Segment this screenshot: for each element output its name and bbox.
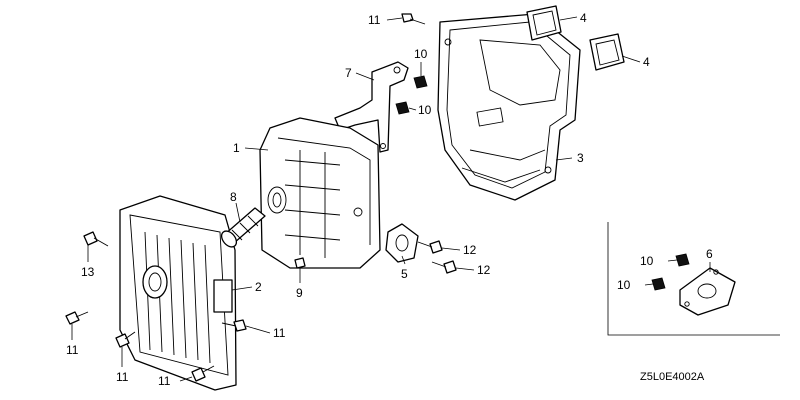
bolt-13 [83, 231, 109, 247]
callout-5: 5 [401, 267, 408, 281]
callout-4-lower: 4 [643, 55, 650, 69]
callout-11-bottom-left: 11 [116, 370, 129, 384]
bolt-11-left [65, 311, 89, 325]
callout-6: 6 [706, 247, 713, 261]
inset-frame [607, 222, 780, 336]
callout-10-inset-upper: 10 [640, 254, 654, 268]
nut-10-lower [395, 101, 410, 115]
muffler-body-part-1 [259, 117, 381, 269]
callout-11-bottom: 11 [158, 374, 171, 388]
screw-9 [294, 257, 306, 269]
callout-10-upper: 10 [414, 47, 428, 61]
diagram-code: Z5L0E4002A [640, 371, 705, 383]
callout-12-upper: 12 [463, 243, 477, 257]
bolt-12-upper [417, 240, 443, 254]
spark-arrester-part-8 [220, 207, 266, 248]
leader-lines [71, 16, 711, 382]
muffler-protector-part-2 [119, 195, 237, 391]
callout-8: 8 [230, 190, 237, 204]
callout-10-inset-lower: 10 [617, 278, 631, 292]
callout-3: 3 [577, 151, 584, 165]
nut-10-upper [413, 75, 428, 89]
callout-12-lower: 12 [477, 263, 491, 277]
heat-plate-part-4-upper [526, 5, 562, 41]
muffler-stay-part-7 [334, 61, 409, 153]
muffler-gasket-part-5 [385, 223, 419, 263]
bolt-11-top [401, 13, 426, 25]
bolt-11-bottom-left [115, 331, 136, 348]
callout-10-lower: 10 [418, 103, 432, 117]
callout-11-mid: 11 [273, 326, 286, 340]
callout-7: 7 [345, 66, 352, 80]
muffler-protector-part-3 [437, 13, 581, 201]
callout-13: 13 [81, 265, 95, 279]
nut-10-inset-upper [675, 253, 690, 267]
bolt-11-mid [221, 319, 247, 332]
heat-plate-part-4-lower [589, 33, 625, 71]
callout-9: 9 [296, 286, 303, 300]
bolt-12-lower [431, 260, 457, 274]
gasket-part-6 [679, 267, 736, 316]
callout-1: 1 [233, 141, 240, 155]
bolt-11-bottom [191, 365, 215, 382]
callout-2: 2 [255, 280, 262, 294]
callout-11-left: 11 [66, 343, 79, 357]
callout-4-upper: 4 [580, 11, 587, 25]
callout-labels: 1 2 3 4 4 5 6 7 8 9 10 10 10 10 11 11 11… [66, 11, 713, 388]
nut-10-inset-lower [651, 277, 666, 291]
callout-11-top: 11 [368, 13, 381, 27]
